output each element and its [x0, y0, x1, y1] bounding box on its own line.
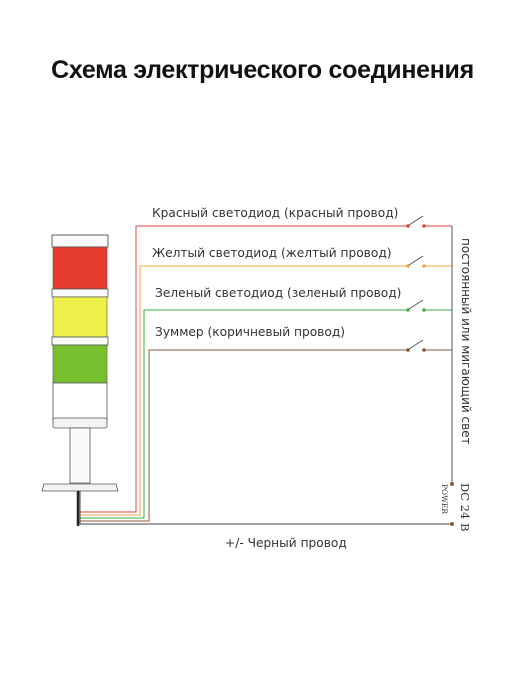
power-label: POWER	[440, 484, 449, 514]
tower-ring-2	[51, 336, 109, 346]
brown-wire	[79, 349, 408, 522]
page-title: Схема электрического соединения	[51, 56, 474, 84]
switch-green	[406, 299, 452, 312]
power-terminal-top	[450, 482, 454, 486]
tower-base-cap	[52, 417, 108, 429]
tower-red-segment	[52, 246, 108, 290]
black-wire	[79, 491, 452, 525]
common-wire-label: +/- Черный провод	[225, 536, 347, 550]
tower-cap	[51, 234, 109, 248]
switch-red	[406, 215, 452, 228]
switch-brown	[406, 339, 452, 352]
tower-foot	[41, 483, 119, 492]
green-wire	[79, 309, 408, 519]
tower-ring-1	[51, 288, 109, 298]
wire-label-yellow: Желтый светодиод (желтый провод)	[152, 246, 392, 260]
switch-yellow	[406, 255, 452, 268]
wire-label-green: Зеленый светодиод (зеленый провод)	[155, 286, 401, 300]
power-terminal-bottom	[450, 522, 454, 526]
wire-label-red: Красный светодиод (красный провод)	[152, 206, 398, 220]
wire-label-brown: Зуммер (коричневый провод)	[155, 325, 345, 339]
tower-base-segment	[52, 382, 108, 424]
red-wire	[79, 225, 408, 513]
light-mode-label: постоянный или мигающий свет	[459, 238, 473, 445]
tower-yellow-segment	[52, 296, 108, 338]
switches	[406, 215, 454, 526]
voltage-label: DC 24 B	[458, 483, 472, 531]
yellow-wire	[79, 265, 408, 516]
tower-pole	[69, 427, 91, 484]
signal-tower	[41, 234, 119, 492]
tower-green-segment	[52, 344, 108, 384]
wire-bundle	[76, 225, 452, 526]
